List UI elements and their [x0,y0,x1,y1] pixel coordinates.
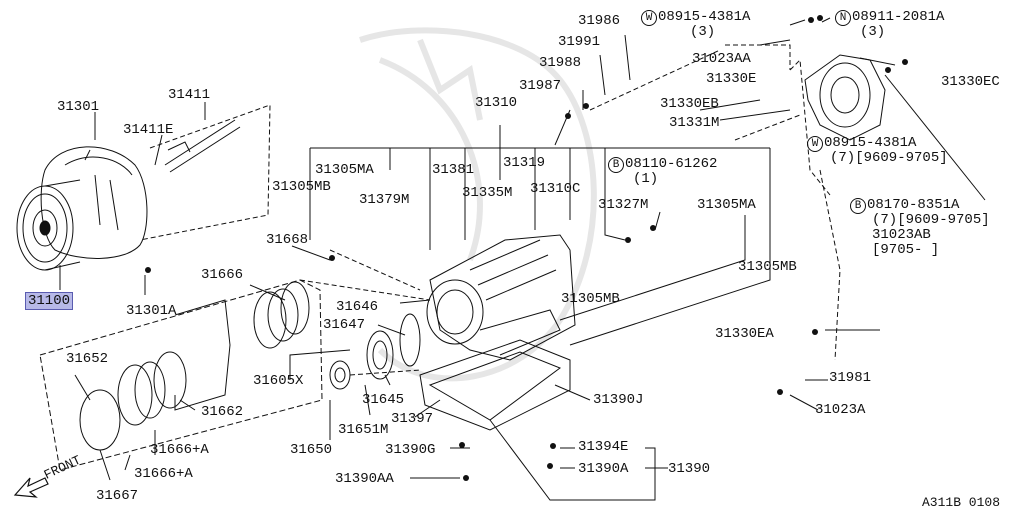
part-label: 31986 [578,13,621,29]
seal-31647 [399,313,421,367]
part-label: 31411 [168,87,211,103]
part-label: 31666+A [150,442,209,458]
part-label: 31650 [290,442,333,458]
part-label: 31330EC [941,74,1000,90]
part-label: 31987 [519,78,562,94]
part-label: 31381 [432,162,475,178]
oil-seal-31650 [329,360,351,390]
pump-31645 [366,330,394,380]
extension-housing [804,54,896,141]
n-symbol-icon: N [835,10,851,26]
clutch-group-outline [39,279,323,471]
part-label: 31668 [266,232,309,248]
part-label: 31397 [391,411,434,427]
part-label: 31379M [359,192,410,208]
part-label: 31330E [706,71,757,87]
part-label: 31666+A [134,466,193,482]
clutch-discs [79,281,310,451]
part-label: 31327M [598,197,649,213]
part-label: 31667 [96,488,139,504]
part-label: 31310C [530,181,581,197]
b-symbol-icon: B [850,198,866,214]
front-arrow-icon [13,477,49,498]
b-symbol-icon: B [608,157,624,173]
fasteners [145,15,908,481]
part-label: 31652 [66,351,109,367]
part-label: 31335M [462,185,513,201]
part-label: 31390A [578,461,629,477]
part-label: 31662 [201,404,244,420]
oil-pan [419,339,571,431]
part-label: 31411E [123,122,174,138]
part-label: 31023AA [692,51,751,67]
part-label: 31666 [201,267,244,283]
callout-qty: (1) [633,171,659,187]
w-symbol-icon: W [641,10,657,26]
part-label: 31305MB [738,259,797,275]
part-label: 31305MA [697,197,756,213]
highlighted-part-label[interactable]: 31100 [25,292,74,310]
part-label: 31319 [503,155,546,171]
part-label: 31330EA [715,326,774,342]
converter-housing [40,146,148,259]
part-label: 31331M [669,115,720,131]
part-label: 31301 [57,99,100,115]
w-symbol-icon: W [807,136,823,152]
part-label: 31390AA [335,471,394,487]
transmission-case [426,234,576,361]
part-label: 31991 [558,34,601,50]
callout-date: [9705- ] [872,242,940,258]
part-label: 31988 [539,55,582,71]
part-label: 31023A [815,402,866,418]
callout-qty: (3) [690,24,716,40]
part-label: 31390J [593,392,644,408]
watermark-emblem [359,27,597,382]
callout-qty: (3) [860,24,886,40]
part-label: 31394E [578,439,629,455]
part-label: 31605X [253,373,304,389]
part-label: 31310 [475,95,518,111]
part-label: 31647 [323,317,366,333]
part-label: 31301A [126,303,177,319]
part-label: 31305MA [315,162,374,178]
part-label: 31981 [829,370,872,386]
callout-qty: (7)[9609-9705] [872,212,990,228]
part-label: 31645 [362,392,405,408]
part-label: 31390 [668,461,711,477]
diagram-id: A311B 0108 [922,495,1001,510]
part-label: 31646 [336,299,379,315]
part-label: 31023AB [872,227,931,243]
callout-qty: (7)[9609-9705] [830,150,948,166]
torque-converter [16,179,81,271]
part-label: 31651M [338,422,389,438]
part-label: 31305MB [272,179,331,195]
part-label: 31330EB [660,96,719,112]
part-label: 31305MB [561,291,620,307]
part-label: 31390G [385,442,436,458]
input-shaft [164,119,241,173]
